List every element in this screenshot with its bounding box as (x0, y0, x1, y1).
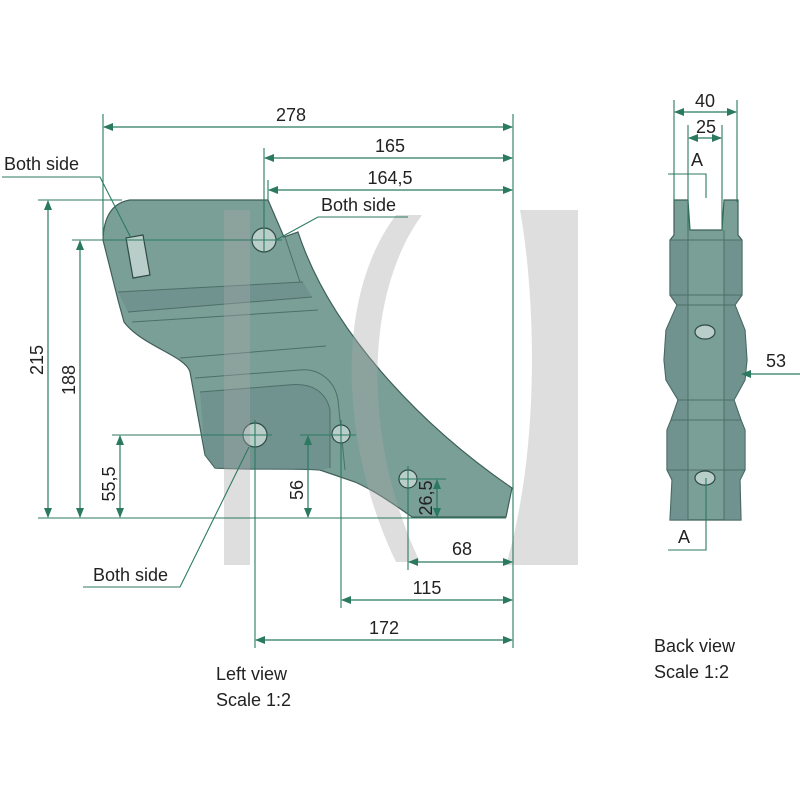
back-view-upper-hole (694, 324, 716, 340)
left-view-part (102, 199, 513, 518)
left-view-dimensions: 278 165 164,5 215 188 55,5 56 26,5 68 11… (27, 105, 514, 648)
dim-overall-width: 40 (695, 91, 715, 111)
dim-overall-height: 215 (27, 345, 47, 375)
dim-front-hole-to-tip: 68 (452, 539, 472, 559)
left-view-callouts: Both side Both side Both side (2, 154, 408, 588)
left-view-shade-pocket (200, 384, 330, 470)
callout-upper-hole: Both side (321, 195, 396, 215)
dim-top-edge-to-tip: 164,5 (367, 168, 412, 188)
dim-slot-width: 25 (696, 117, 716, 137)
dim-rear-hole-height: 55,5 (99, 466, 119, 501)
callout-rear-hole-leader (83, 446, 250, 588)
watermark-bar-right (506, 210, 578, 565)
left-view-slot (125, 234, 151, 279)
dim-overall-length: 278 (276, 105, 306, 125)
dim-middle-hole-to-tip: 115 (413, 578, 442, 598)
watermark-bar-left (224, 210, 250, 565)
dim-upper-hole-height: 188 (59, 365, 79, 395)
dim-thickness: 53 (766, 351, 786, 371)
left-view-detail-line (199, 383, 331, 468)
left-view-detail-line (127, 296, 313, 313)
callout-upper-hole-leader (275, 216, 408, 241)
left-view-detail-line (117, 281, 304, 293)
back-view-scale: Scale 1:2 (654, 662, 729, 682)
callout-slot: Both side (4, 154, 79, 174)
back-view-shade-left (664, 240, 688, 520)
dim-front-hole-height: 26,5 (416, 480, 436, 515)
dim-rear-hole-to-tip: 172 (369, 618, 399, 638)
left-view-detail-line (194, 369, 346, 471)
callout-rear-hole: Both side (93, 565, 168, 585)
left-view-scale: Scale 1:2 (216, 690, 291, 710)
section-line-top (668, 173, 707, 198)
left-view-detail-line (284, 236, 301, 283)
back-view-dimensions: 40 25 A 53 A (668, 91, 800, 551)
dim-middle-hole-height: 56 (287, 480, 307, 500)
back-view-part (663, 199, 748, 521)
back-view-title: Back view (654, 636, 736, 656)
back-view-shade-right (724, 240, 747, 520)
left-view-detail-line (179, 345, 327, 359)
callout-slot-leader (2, 176, 132, 239)
watermark-logo (224, 210, 578, 565)
back-view-lower-hole (694, 470, 716, 486)
watermark-swoosh (351, 215, 422, 562)
left-view-detail-line (131, 309, 319, 323)
section-line-bottom (668, 478, 707, 551)
section-mark-bottom: A (678, 527, 690, 547)
dim-upper-hole-to-tip: 165 (375, 136, 405, 156)
section-mark-top: A (691, 150, 703, 170)
left-view-title: Left view (216, 664, 288, 684)
